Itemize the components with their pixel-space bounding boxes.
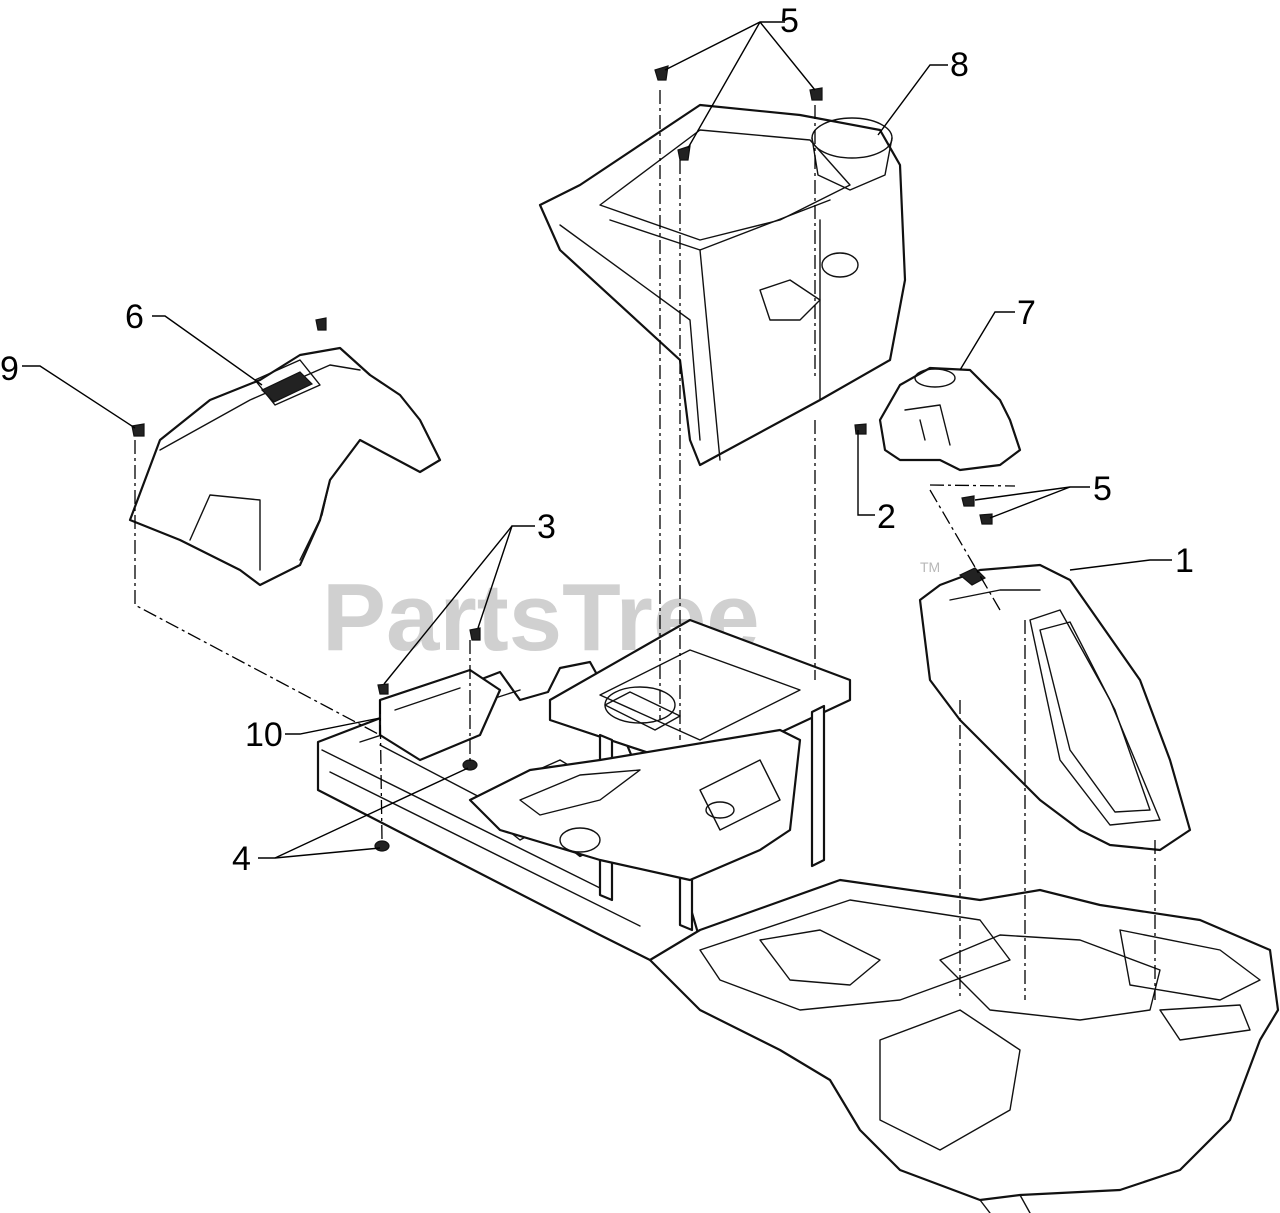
callout-7: 7 xyxy=(1017,294,1036,332)
callout-1: 1 xyxy=(1175,542,1194,580)
callout-5-right: 5 xyxy=(1093,470,1112,508)
hood-part-1 xyxy=(918,563,1192,852)
callout-5-top: 5 xyxy=(780,2,799,40)
steering-cover-part-7 xyxy=(878,366,1022,472)
callout-2: 2 xyxy=(877,498,896,536)
alignment-lines xyxy=(134,90,1156,1000)
leader-lines xyxy=(22,21,1172,859)
callout-10: 10 xyxy=(245,716,283,754)
fender-part-6 xyxy=(128,346,442,587)
watermark-trademark: TM xyxy=(920,559,940,575)
callout-3: 3 xyxy=(537,508,556,546)
callout-6: 6 xyxy=(125,298,144,336)
console-dash-part-8 xyxy=(538,103,907,467)
callout-labels: 5 8 6 9 7 2 5 1 3 10 4 xyxy=(0,2,1194,878)
callout-8: 8 xyxy=(950,46,969,84)
footrest-floor xyxy=(648,878,1280,1213)
callout-9: 9 xyxy=(0,350,19,388)
callout-4: 4 xyxy=(232,840,251,878)
